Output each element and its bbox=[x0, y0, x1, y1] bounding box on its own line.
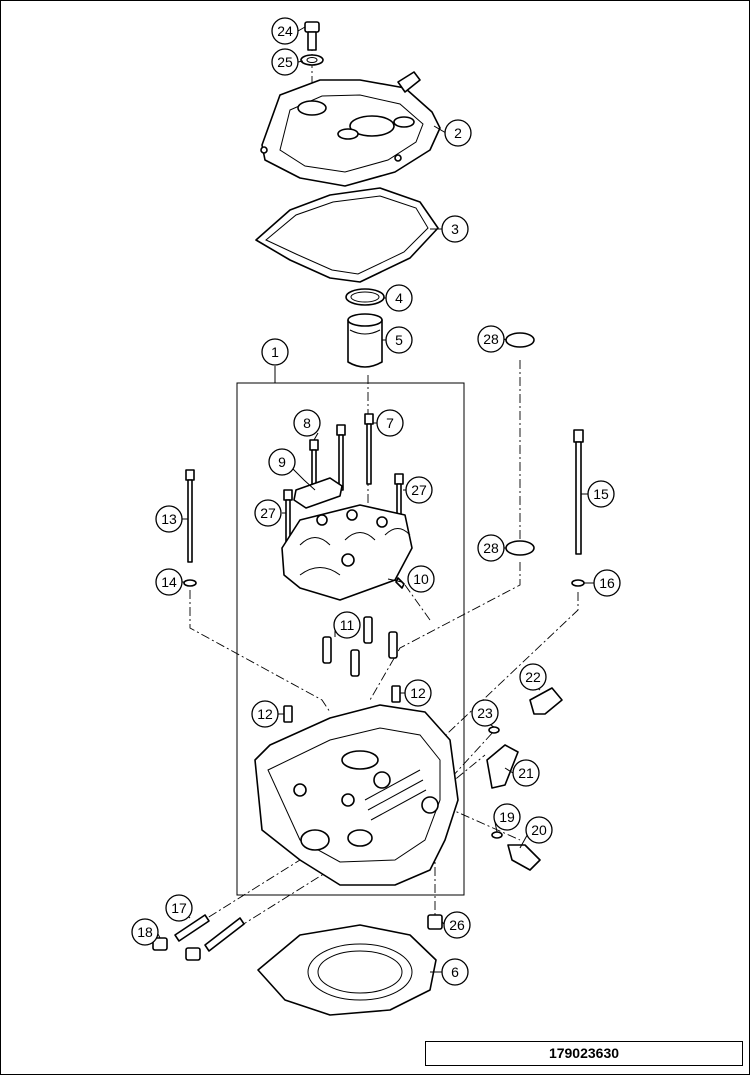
svg-text:24: 24 bbox=[277, 23, 293, 39]
svg-text:7: 7 bbox=[386, 415, 394, 431]
svg-text:11: 11 bbox=[340, 617, 355, 633]
svg-text:14: 14 bbox=[161, 574, 177, 590]
o-ring-4 bbox=[345, 288, 385, 306]
sensor-22 bbox=[529, 687, 563, 715]
callout-9: 9 bbox=[268, 448, 296, 476]
svg-text:19: 19 bbox=[499, 809, 515, 825]
svg-text:23: 23 bbox=[477, 705, 493, 721]
svg-text:18: 18 bbox=[137, 924, 153, 940]
callout-26: 26 bbox=[443, 911, 471, 939]
ring-23 bbox=[488, 726, 500, 734]
screw-10 bbox=[395, 577, 405, 589]
callout-17: 17 bbox=[165, 894, 193, 922]
callout-7: 7 bbox=[376, 409, 404, 437]
svg-text:3: 3 bbox=[451, 221, 459, 237]
callout-21: 21 bbox=[512, 759, 540, 787]
svg-text:27: 27 bbox=[260, 505, 276, 521]
drawing-number-box: 179023630 bbox=[425, 1041, 743, 1066]
dowel-pin-12-left bbox=[283, 705, 293, 723]
o-ring-28-mid bbox=[505, 540, 535, 556]
sensor-20 bbox=[507, 844, 541, 871]
svg-text:4: 4 bbox=[395, 290, 403, 306]
bolt-24 bbox=[304, 21, 320, 51]
callout-3: 3 bbox=[441, 215, 469, 243]
svg-text:1: 1 bbox=[271, 344, 279, 360]
bolt-13 bbox=[185, 469, 195, 563]
dowel-pin-12-right bbox=[391, 685, 401, 703]
svg-text:6: 6 bbox=[451, 964, 459, 980]
callout-28-top: 28 bbox=[477, 325, 505, 353]
callout-5: 5 bbox=[385, 326, 413, 354]
svg-text:13: 13 bbox=[161, 511, 177, 527]
seal-19 bbox=[491, 831, 503, 839]
callout-25: 25 bbox=[271, 48, 299, 76]
bolt-15 bbox=[573, 429, 584, 555]
callout-12-left: 12 bbox=[251, 700, 279, 728]
gasket-3 bbox=[255, 187, 439, 283]
svg-text:28: 28 bbox=[483, 540, 499, 556]
svg-text:5: 5 bbox=[395, 332, 403, 348]
callout-13: 13 bbox=[155, 505, 183, 533]
svg-text:8: 8 bbox=[303, 415, 311, 431]
callout-23: 23 bbox=[471, 699, 499, 727]
valve-cover-2 bbox=[260, 71, 441, 187]
callout-14: 14 bbox=[155, 568, 183, 596]
callout-15: 15 bbox=[587, 480, 615, 508]
callout-8: 8 bbox=[293, 409, 321, 437]
sleeve-5 bbox=[347, 313, 383, 368]
cylinder-head-assembly-frame bbox=[236, 382, 465, 896]
svg-text:16: 16 bbox=[599, 575, 615, 591]
callout-1: 1 bbox=[261, 338, 289, 366]
callout-4: 4 bbox=[385, 284, 413, 312]
o-ring-28-top bbox=[505, 332, 535, 348]
callout-27-left: 27 bbox=[254, 499, 282, 527]
bolts-17-18 bbox=[152, 914, 245, 961]
svg-text:9: 9 bbox=[278, 454, 286, 470]
svg-text:17: 17 bbox=[171, 900, 187, 916]
plug-26 bbox=[427, 914, 443, 930]
callout-10: 10 bbox=[407, 565, 435, 593]
callout-18: 18 bbox=[131, 918, 159, 946]
svg-text:12: 12 bbox=[410, 685, 426, 701]
callout-22: 22 bbox=[519, 663, 547, 691]
washer-16 bbox=[571, 579, 585, 587]
svg-text:26: 26 bbox=[449, 917, 465, 933]
bracket-9 bbox=[293, 477, 343, 509]
callout-19: 19 bbox=[493, 803, 521, 831]
callout-24: 24 bbox=[271, 17, 299, 45]
svg-text:20: 20 bbox=[531, 822, 547, 838]
callout-20: 20 bbox=[525, 816, 553, 844]
callout-2: 2 bbox=[444, 119, 472, 147]
svg-text:28: 28 bbox=[483, 331, 499, 347]
seal-25 bbox=[300, 54, 324, 66]
svg-text:15: 15 bbox=[593, 486, 609, 502]
callout-12-right: 12 bbox=[404, 679, 432, 707]
cylinder-head bbox=[254, 704, 459, 886]
svg-text:12: 12 bbox=[257, 706, 273, 722]
svg-text:21: 21 bbox=[518, 765, 534, 781]
svg-text:27: 27 bbox=[411, 482, 427, 498]
callout-28-mid: 28 bbox=[477, 534, 505, 562]
camshaft-carrier bbox=[281, 504, 413, 601]
callout-6: 6 bbox=[441, 958, 469, 986]
svg-text:22: 22 bbox=[525, 669, 541, 685]
svg-text:10: 10 bbox=[413, 571, 429, 587]
washer-14 bbox=[183, 579, 197, 587]
housing-21 bbox=[486, 744, 519, 789]
callout-16: 16 bbox=[593, 569, 621, 597]
callout-27-top: 27 bbox=[405, 476, 433, 504]
callout-11: 11 bbox=[333, 611, 361, 639]
head-gasket-6 bbox=[257, 924, 437, 1016]
valve-guides-11 bbox=[322, 616, 398, 677]
svg-text:25: 25 bbox=[277, 54, 293, 70]
svg-text:2: 2 bbox=[454, 125, 462, 141]
